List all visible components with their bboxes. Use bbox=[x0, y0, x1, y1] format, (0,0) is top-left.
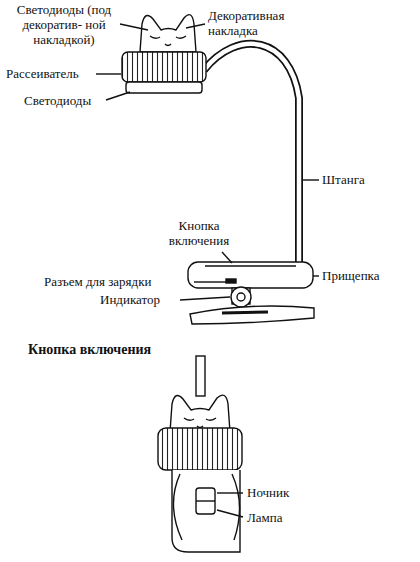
leader-line bbox=[222, 252, 232, 263]
part-label: Светодиоды (под декоратив- ной накладкой… bbox=[6, 2, 122, 47]
leader-line bbox=[180, 297, 230, 300]
part-label: Ночник bbox=[247, 485, 327, 500]
diffuser bbox=[122, 52, 206, 82]
part-label: Рассеиватель bbox=[6, 66, 106, 81]
part-label: Индикатор bbox=[100, 292, 190, 307]
power-button bbox=[205, 265, 296, 266]
clip-pad bbox=[222, 312, 268, 313]
base-top bbox=[188, 262, 313, 288]
detail-cover bbox=[170, 395, 230, 432]
leader-line bbox=[186, 24, 205, 28]
part-label: Разъем для зарядки bbox=[44, 274, 194, 289]
leader-line bbox=[313, 275, 319, 276]
detail-cat-face bbox=[184, 418, 216, 428]
cat-face bbox=[150, 36, 186, 46]
part-label: Декоративная накладка bbox=[208, 8, 304, 38]
detail-clip bbox=[173, 474, 239, 540]
leader-line bbox=[96, 73, 121, 74]
leader-line bbox=[303, 179, 319, 180]
detail-body bbox=[172, 470, 240, 552]
part-label: Светодиоды bbox=[24, 93, 114, 108]
pivot bbox=[231, 287, 251, 307]
charge-port bbox=[226, 279, 236, 283]
detail-diffuser bbox=[158, 428, 242, 470]
decorative-cover bbox=[140, 15, 196, 52]
part-label: Прищепка bbox=[322, 268, 412, 283]
part-label: Штанга bbox=[322, 172, 402, 187]
leader-line bbox=[120, 24, 148, 30]
part-label: Кнопка включения bbox=[158, 218, 240, 248]
leader-line bbox=[217, 492, 243, 493]
part-label: Лампа bbox=[247, 510, 327, 525]
section-heading: Кнопка включения bbox=[28, 342, 208, 357]
pivot-pin bbox=[237, 293, 245, 301]
leader-line bbox=[194, 281, 226, 282]
button-divider bbox=[196, 500, 215, 501]
clip-jaw bbox=[190, 306, 314, 324]
leader-line bbox=[217, 510, 243, 517]
detail-button bbox=[196, 488, 215, 514]
leader-line bbox=[106, 92, 130, 100]
detail-rod bbox=[196, 356, 205, 396]
led-ring bbox=[126, 82, 202, 93]
